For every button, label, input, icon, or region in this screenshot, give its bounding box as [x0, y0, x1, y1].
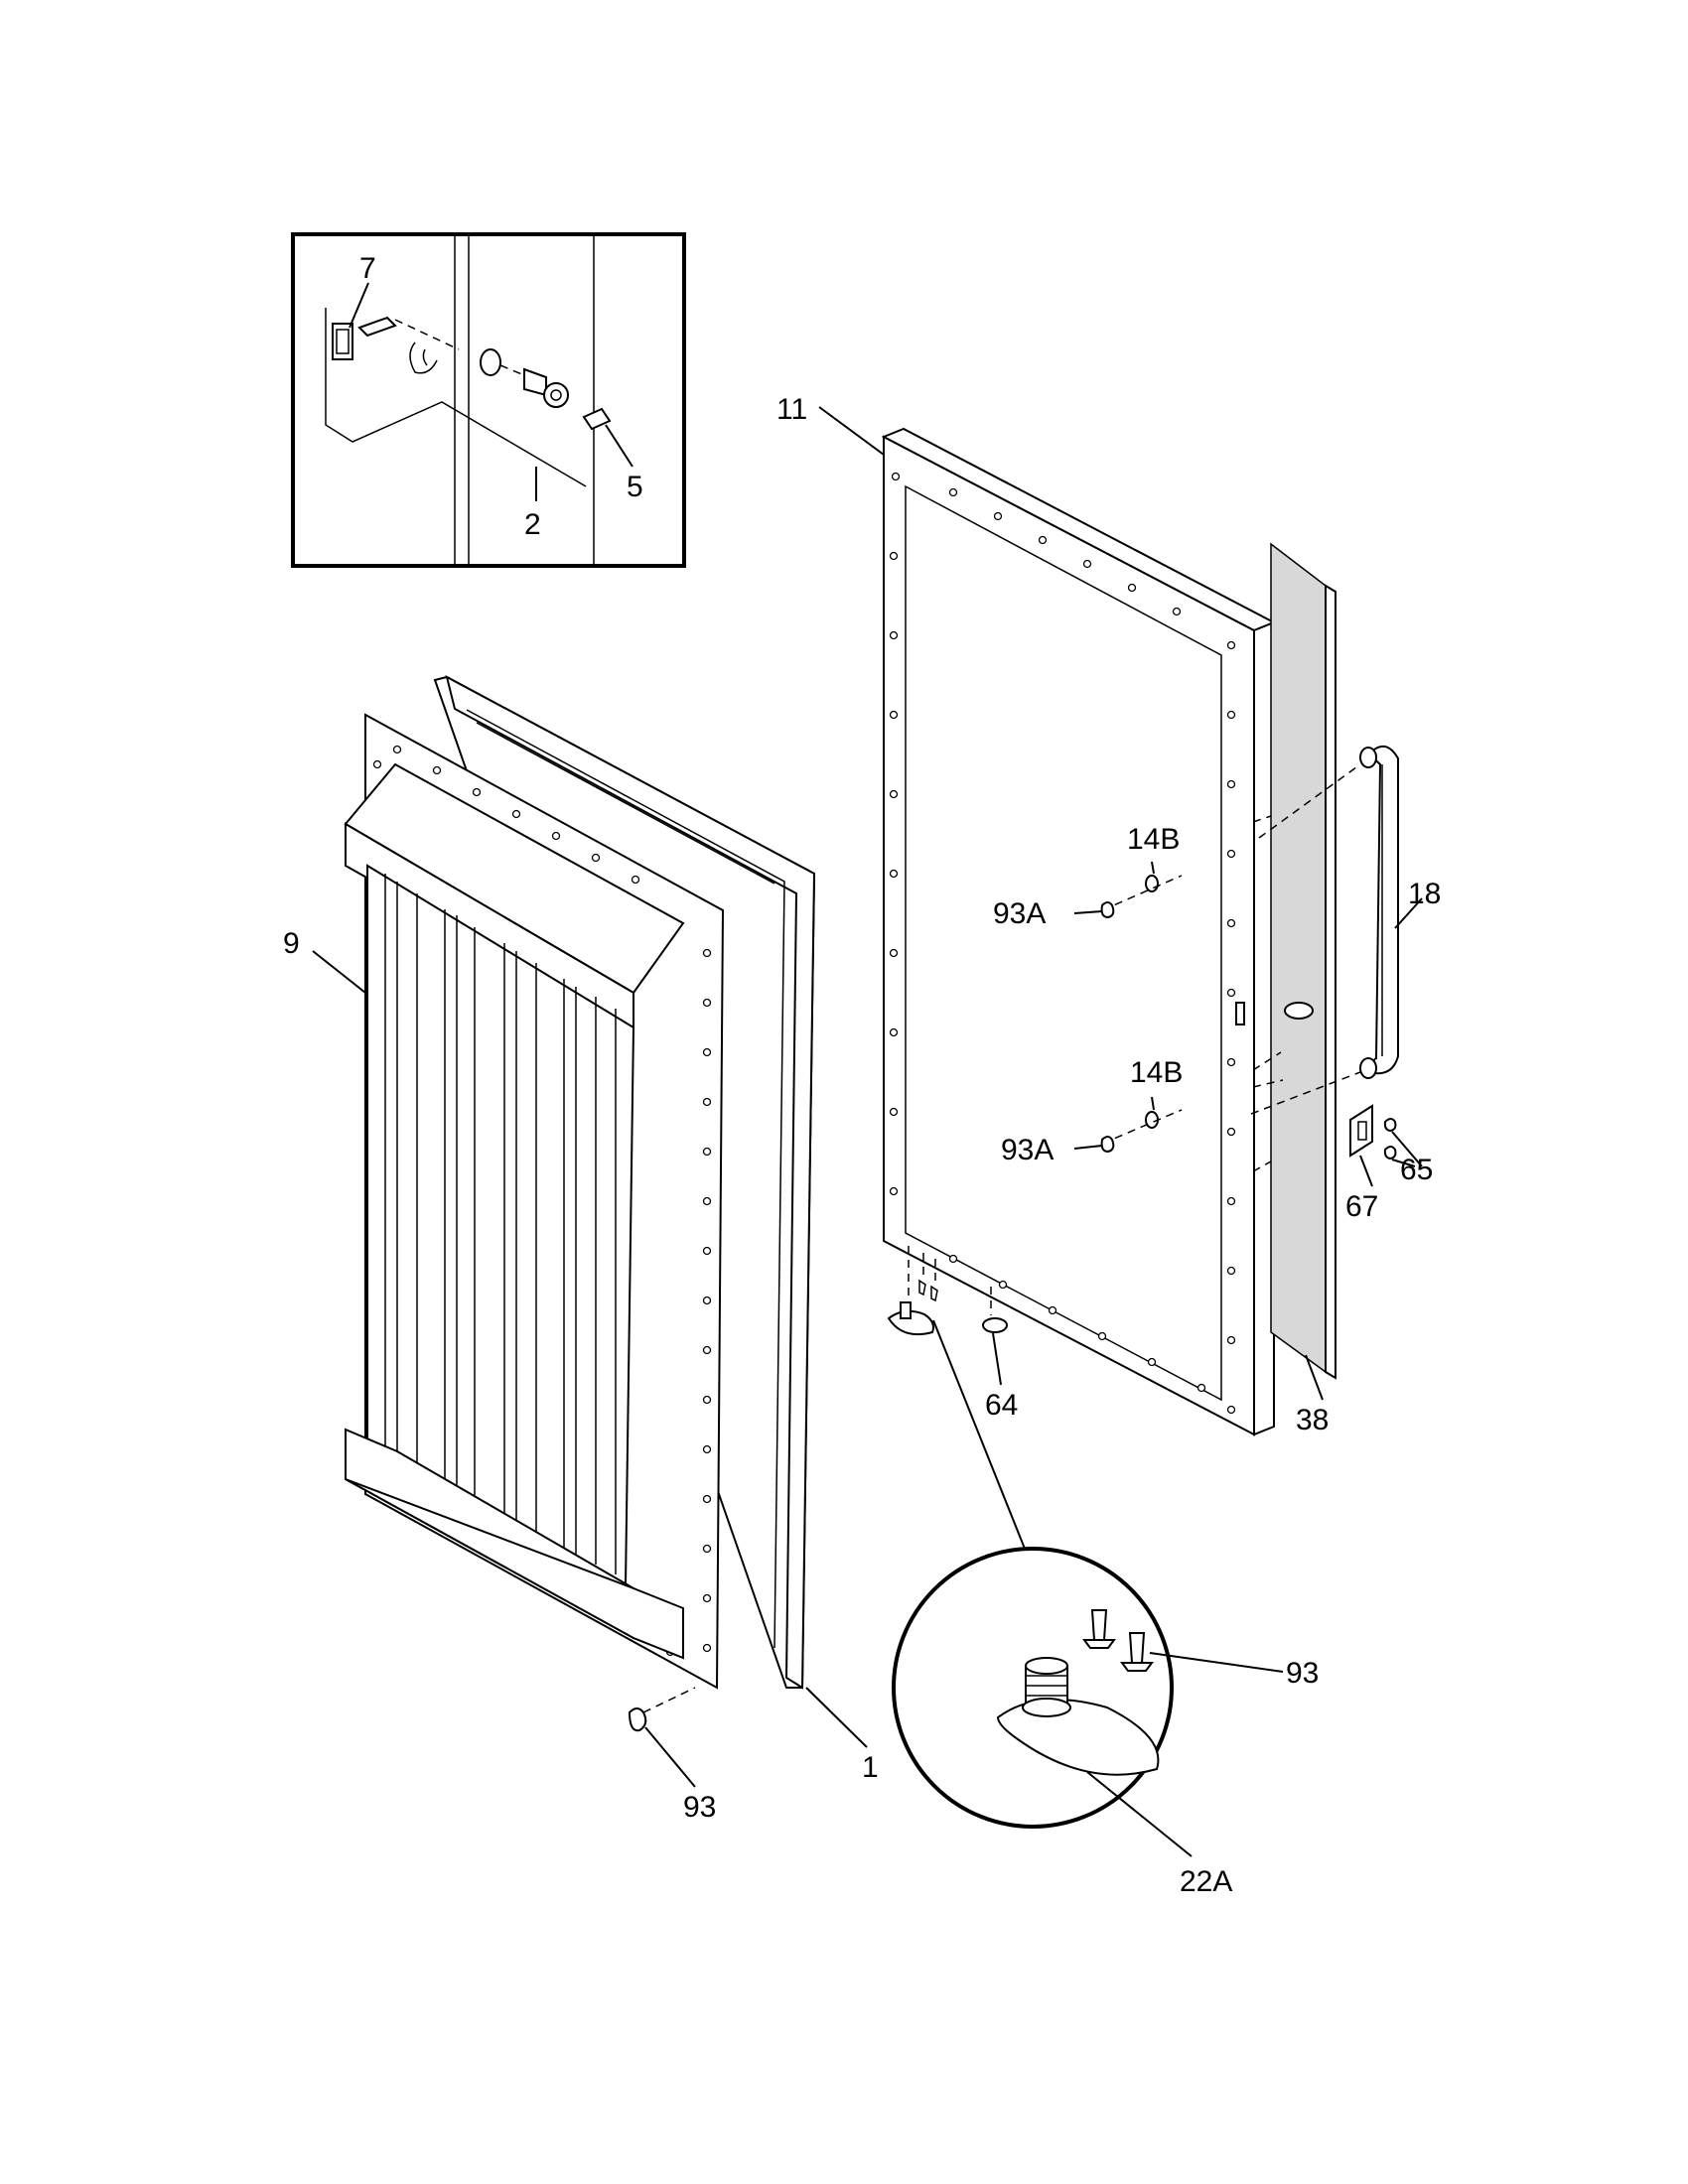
callout-93a-bottom: 93A [1001, 1134, 1054, 1166]
callout-14b-top: 14B [1127, 823, 1180, 856]
callout-93-detail: 93 [1286, 1657, 1319, 1690]
callout-93-bottom: 93 [683, 1791, 716, 1824]
door-perimeter-holes [889, 472, 1236, 1415]
callout-2: 2 [524, 508, 541, 541]
callout-65: 65 [1400, 1154, 1433, 1186]
callout-14b-bottom: 14B [1130, 1056, 1183, 1089]
callout-5: 5 [627, 471, 643, 503]
shelf-ribs [384, 874, 617, 1574]
callout-18: 18 [1408, 878, 1441, 910]
callout-93a-top: 93A [993, 897, 1046, 930]
callout-38: 38 [1296, 1404, 1329, 1436]
callout-22a: 22A [1180, 1865, 1232, 1898]
handle-trim-strip [1252, 542, 1336, 1401]
striker-bracket [1349, 1104, 1423, 1187]
callout-7: 7 [359, 252, 376, 285]
callout-64: 64 [985, 1389, 1018, 1422]
callout-11: 11 [776, 393, 807, 426]
outer-door-panel [818, 406, 1277, 1570]
callout-1: 1 [862, 1751, 879, 1784]
callout-9: 9 [283, 927, 300, 960]
bottom-hinge-parts [887, 1246, 1034, 1570]
door-liner-assembly [312, 675, 868, 1788]
hinge-fasteners [1073, 861, 1183, 1154]
hinge-detail-magnifier [892, 1547, 1284, 1857]
lock-inset-panel [291, 232, 686, 568]
door-handle [1250, 746, 1423, 1115]
callout-67: 67 [1345, 1190, 1378, 1223]
